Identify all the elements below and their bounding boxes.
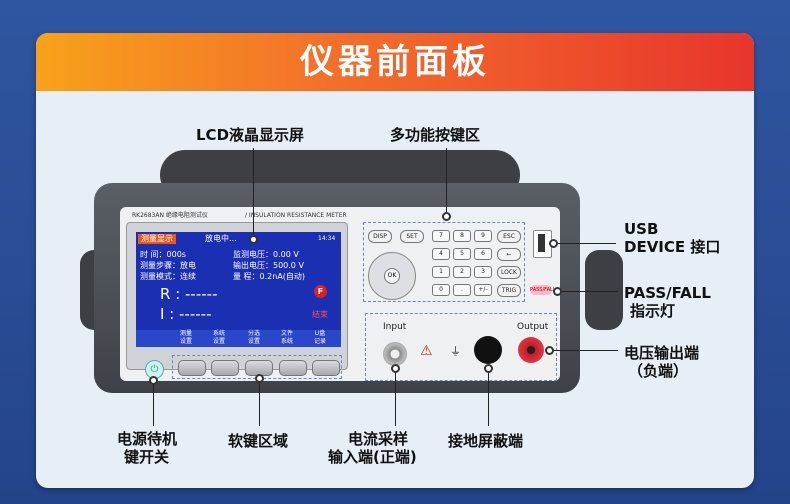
trig-button[interactable]: TRIG: [497, 284, 521, 297]
lcd-fail-badge: F: [314, 285, 327, 298]
lcd-end-badge: 结束: [312, 310, 328, 319]
ground-terminal[interactable]: [474, 336, 502, 364]
pass-callout-line2: 指示灯: [630, 302, 676, 320]
lcd-row2-left: 测量步骤：放电: [140, 261, 196, 270]
output-leader-dot: [545, 346, 554, 355]
output-terminal[interactable]: [518, 337, 544, 363]
lcd-callout: LCD液晶显示屏: [196, 126, 305, 144]
key-7[interactable]: 7: [432, 230, 450, 242]
pass-leader-line: [558, 291, 618, 292]
lcd-screen: [136, 232, 341, 346]
ok-button[interactable]: OK: [384, 268, 400, 284]
io-zone: [365, 313, 557, 381]
usb-leader-dot: [549, 239, 558, 248]
key-6[interactable]: 6: [474, 248, 492, 260]
power-callout-line2: 键开关: [124, 448, 170, 466]
keypad-leader-line: [446, 148, 447, 216]
back-button[interactable]: ←: [497, 248, 521, 261]
key-1[interactable]: 1: [432, 266, 450, 278]
lcd-leader-line: [253, 148, 254, 238]
model-subtitle: / INSULATION RESISTANCE METER: [245, 212, 347, 219]
key-plus-minus[interactable]: +/-: [474, 284, 492, 296]
current-callout-line1: 电流采样: [348, 430, 409, 448]
lcd-softkey-bar: [136, 330, 341, 347]
title-banner: 仪器前面板: [36, 33, 754, 91]
usb-leader-line: [554, 243, 616, 244]
key-4[interactable]: 4: [432, 248, 450, 260]
lock-button[interactable]: LOCK: [497, 266, 521, 279]
output-callout-line1: 电压输出端: [624, 344, 700, 362]
bnc-input-terminal[interactable]: [383, 342, 407, 366]
current-leader-dot: [391, 364, 400, 373]
lcd-softkey-5: U盘 记录: [313, 330, 326, 345]
softkey-button-1[interactable]: [178, 360, 206, 376]
softkey-button-4[interactable]: [279, 360, 307, 376]
input-label: Input: [383, 322, 407, 332]
soft-leader-dot: [255, 374, 264, 383]
usb-callout-line2: DEVICE 接口: [624, 238, 721, 256]
usb-callout-line1: USB: [624, 220, 659, 238]
current-leader-line: [395, 368, 396, 426]
output-callout-line2: （负端）: [628, 362, 689, 380]
lcd-row3-right: 量 程：0.2nA(自动): [233, 272, 306, 281]
usb-port-slot: [538, 234, 545, 252]
output-leader-line: [550, 350, 618, 351]
lcd-row1-left: 时 间：000s: [140, 250, 186, 259]
right-handle: [585, 250, 623, 330]
key-dot[interactable]: .: [453, 284, 471, 296]
pass-fail-led: PASS/FALL: [530, 285, 556, 295]
ground-leader-dot: [484, 364, 493, 373]
key-5[interactable]: 5: [453, 248, 471, 260]
key-2[interactable]: 2: [453, 266, 471, 278]
pass-callout-line1: PASS/FALL: [624, 284, 711, 302]
power-leader-dot: [149, 376, 158, 385]
output-label: Output: [517, 322, 549, 332]
warning-icon: ⚠: [420, 343, 433, 359]
soft-leader-line: [259, 378, 260, 426]
disp-button[interactable]: DISP: [368, 230, 392, 243]
esc-button[interactable]: ESC: [497, 230, 521, 243]
key-0[interactable]: 0: [432, 284, 450, 296]
lcd-softkey-4: 文件 系统: [280, 330, 293, 345]
ground-icon: ⏚: [450, 345, 461, 358]
key-8[interactable]: 8: [453, 230, 471, 242]
key-9[interactable]: 9: [474, 230, 492, 242]
lcd-current: I : ------: [160, 305, 212, 323]
lcd-resistance: R : ------: [160, 285, 218, 303]
keypad-zone: [363, 222, 525, 302]
lcd-tab: 测量显示: [138, 234, 176, 244]
current-callout-line2: 输入端(正端): [328, 448, 417, 466]
lcd-softkey-1: 测量 设置: [179, 330, 192, 345]
banner-title: 仪器前面板: [300, 42, 490, 82]
lcd-softkey-2: 系统 设置: [212, 330, 225, 345]
ground-callout: 接地屏蔽端: [448, 432, 524, 450]
lcd-status: 放电中...: [205, 234, 237, 243]
set-button[interactable]: SET: [400, 230, 424, 243]
softkey-button-5[interactable]: [312, 360, 340, 376]
softkey-button-2[interactable]: [211, 360, 239, 376]
lcd-softkey-3: 分选 设置: [247, 330, 260, 345]
keypad-callout: 多功能按键区: [390, 126, 481, 144]
lcd-row2-right: 输出电压：500.0 V: [233, 261, 304, 270]
lcd-time: 14:34: [318, 235, 336, 242]
model-label: RK2683AN 绝缘电阻测试仪: [132, 212, 208, 219]
ground-leader-line: [488, 368, 489, 426]
soft-callout: 软键区域: [228, 432, 289, 450]
lcd-row3-left: 测量模式：连续: [140, 272, 196, 281]
lcd-row1-right: 监测电压：0.00 V: [233, 250, 299, 259]
power-callout-line1: 电源待机: [117, 430, 178, 448]
key-3[interactable]: 3: [474, 266, 492, 278]
pass-leader-dot: [553, 287, 562, 296]
lcd-leader-dot: [249, 235, 258, 244]
keypad-leader-dot: [442, 212, 451, 221]
power-leader-line: [153, 380, 154, 426]
